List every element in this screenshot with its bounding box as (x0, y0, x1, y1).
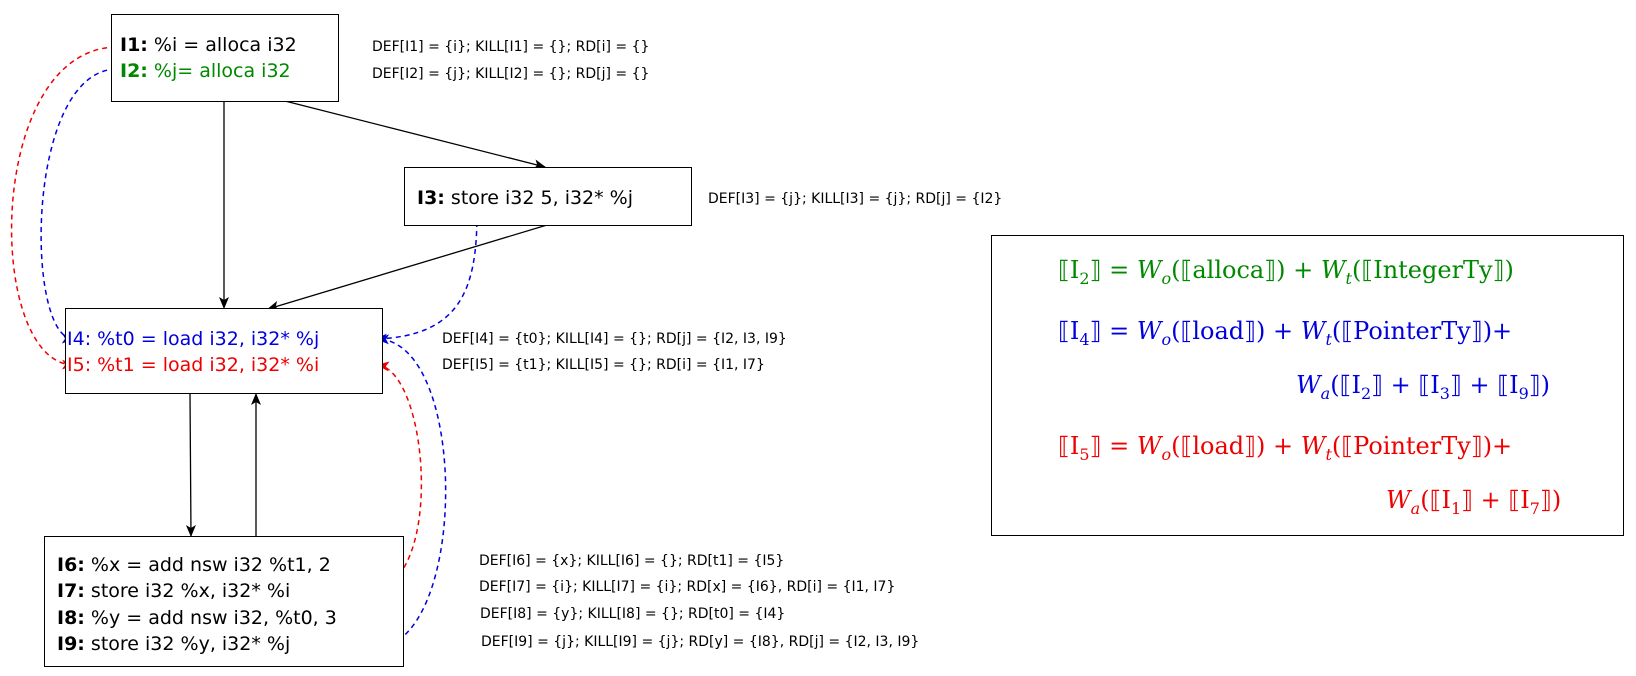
instr-i7: I7: store i32 %x, i32* %i (57, 579, 290, 603)
instr-i3-label: I3: (417, 187, 445, 209)
equation-i2: ⟦I2⟧ = Wo(⟦alloca⟧) + Wt(⟦IntegerTy⟧) (1058, 256, 1514, 288)
instr-i1: I1: %i = alloca i32 (120, 33, 297, 57)
instr-i1-code: %i = alloca i32 (147, 34, 297, 56)
instr-i5-label: I5: (67, 354, 92, 376)
instr-i2-label: I2: (120, 60, 148, 82)
annotation-i6: DEF[I6] = {x}; KILL[I6] = {}; RD[t1] = {… (479, 553, 785, 569)
instr-i6-code: %x = add nsw i32 %t1, 2 (84, 554, 331, 576)
edge-b1-b3 (284, 100, 546, 170)
instr-i7-code: store i32 %x, i32* %i (84, 580, 291, 602)
instr-i3-code: store i32 5, i32* %j (444, 187, 634, 209)
instr-i6-label: I6: (57, 554, 85, 576)
instr-i1-label: I1: (120, 34, 148, 56)
equation-i4-line1: ⟦I4⟧ = Wo(⟦load⟧) + Wt(⟦PointerTy⟧)+ (1058, 317, 1513, 349)
instr-i6: I6: %x = add nsw i32 %t1, 2 (57, 553, 331, 577)
instr-i9-label: I9: (57, 633, 85, 655)
rd-edge-i9-i4 (372, 334, 447, 649)
instr-i4-code: %t0 = load i32, i32* %j (91, 328, 320, 350)
annotation-i8: DEF[I8] = {y}; KILL[I8] = {}; RD[t0] = {… (480, 606, 786, 622)
instr-i7-label: I7: (57, 580, 85, 602)
instr-i5-code: %t1 = load i32, i32* %i (91, 354, 320, 376)
edge-b3-b2 (267, 224, 548, 311)
instr-i2: I2: %j= alloca i32 (120, 59, 291, 83)
annotation-i9: DEF[I9] = {j}; KILL[I9] = {j}; RD[y] = {… (481, 634, 920, 650)
rd-edge-i1-i5 (10, 46, 117, 370)
instr-i2-code: %j= alloca i32 (147, 60, 291, 82)
instr-i9: I9: store i32 %y, i32* %j (57, 632, 290, 656)
instr-i8-label: I8: (57, 607, 85, 629)
annotation-i2: DEF[I2] = {j}; KILL[I2] = {}; RD[j] = {} (372, 66, 650, 82)
block-loads (65, 308, 383, 394)
equation-i5-line2: Wa(⟦I1⟧ + ⟦I7⟧) (1386, 486, 1562, 518)
instr-i8: I8: %y = add nsw i32, %t0, 3 (57, 606, 337, 630)
annotation-i4: DEF[I4] = {t0}; KILL[I4] = {}; RD[j] = {… (442, 331, 787, 347)
annotation-i1: DEF[I1] = {i}; KILL[I1] = {}; RD[i] = {} (372, 39, 650, 55)
equations-panel (991, 235, 1624, 536)
edge-b2-b4 (185, 393, 196, 537)
rd-edge-i3-i4 (375, 212, 478, 344)
instr-i4: I4: %t0 = load i32, i32* %j (67, 327, 319, 351)
instr-i8-code: %y = add nsw i32, %t0, 3 (84, 607, 337, 629)
equation-i5-line1: ⟦I5⟧ = Wo(⟦load⟧) + Wt(⟦PointerTy⟧)+ (1058, 432, 1513, 464)
instr-i3: I3: store i32 5, i32* %j (417, 186, 633, 210)
annotation-i5: DEF[I5] = {t1}; KILL[I5] = {}; RD[i] = {… (442, 357, 765, 373)
block-body (44, 536, 404, 667)
instr-i9-code: store i32 %y, i32* %j (84, 633, 291, 655)
annotation-i3: DEF[I3] = {j}; KILL[I3] = {j}; RD[j] = {… (708, 191, 1003, 207)
equation-i4-line2: Wa(⟦I2⟧ + ⟦I3⟧ + ⟦I9⟧) (1296, 371, 1551, 403)
annotation-i7: DEF[I7] = {i}; KILL[I7] = {i}; RD[x] = {… (479, 579, 896, 595)
rd-edge-i2-i4 (40, 68, 117, 344)
instr-i5: I5: %t1 = load i32, i32* %i (67, 353, 319, 377)
block-store-i3 (404, 167, 692, 226)
block-entry (111, 14, 339, 102)
instr-i4-label: I4: (67, 328, 92, 350)
